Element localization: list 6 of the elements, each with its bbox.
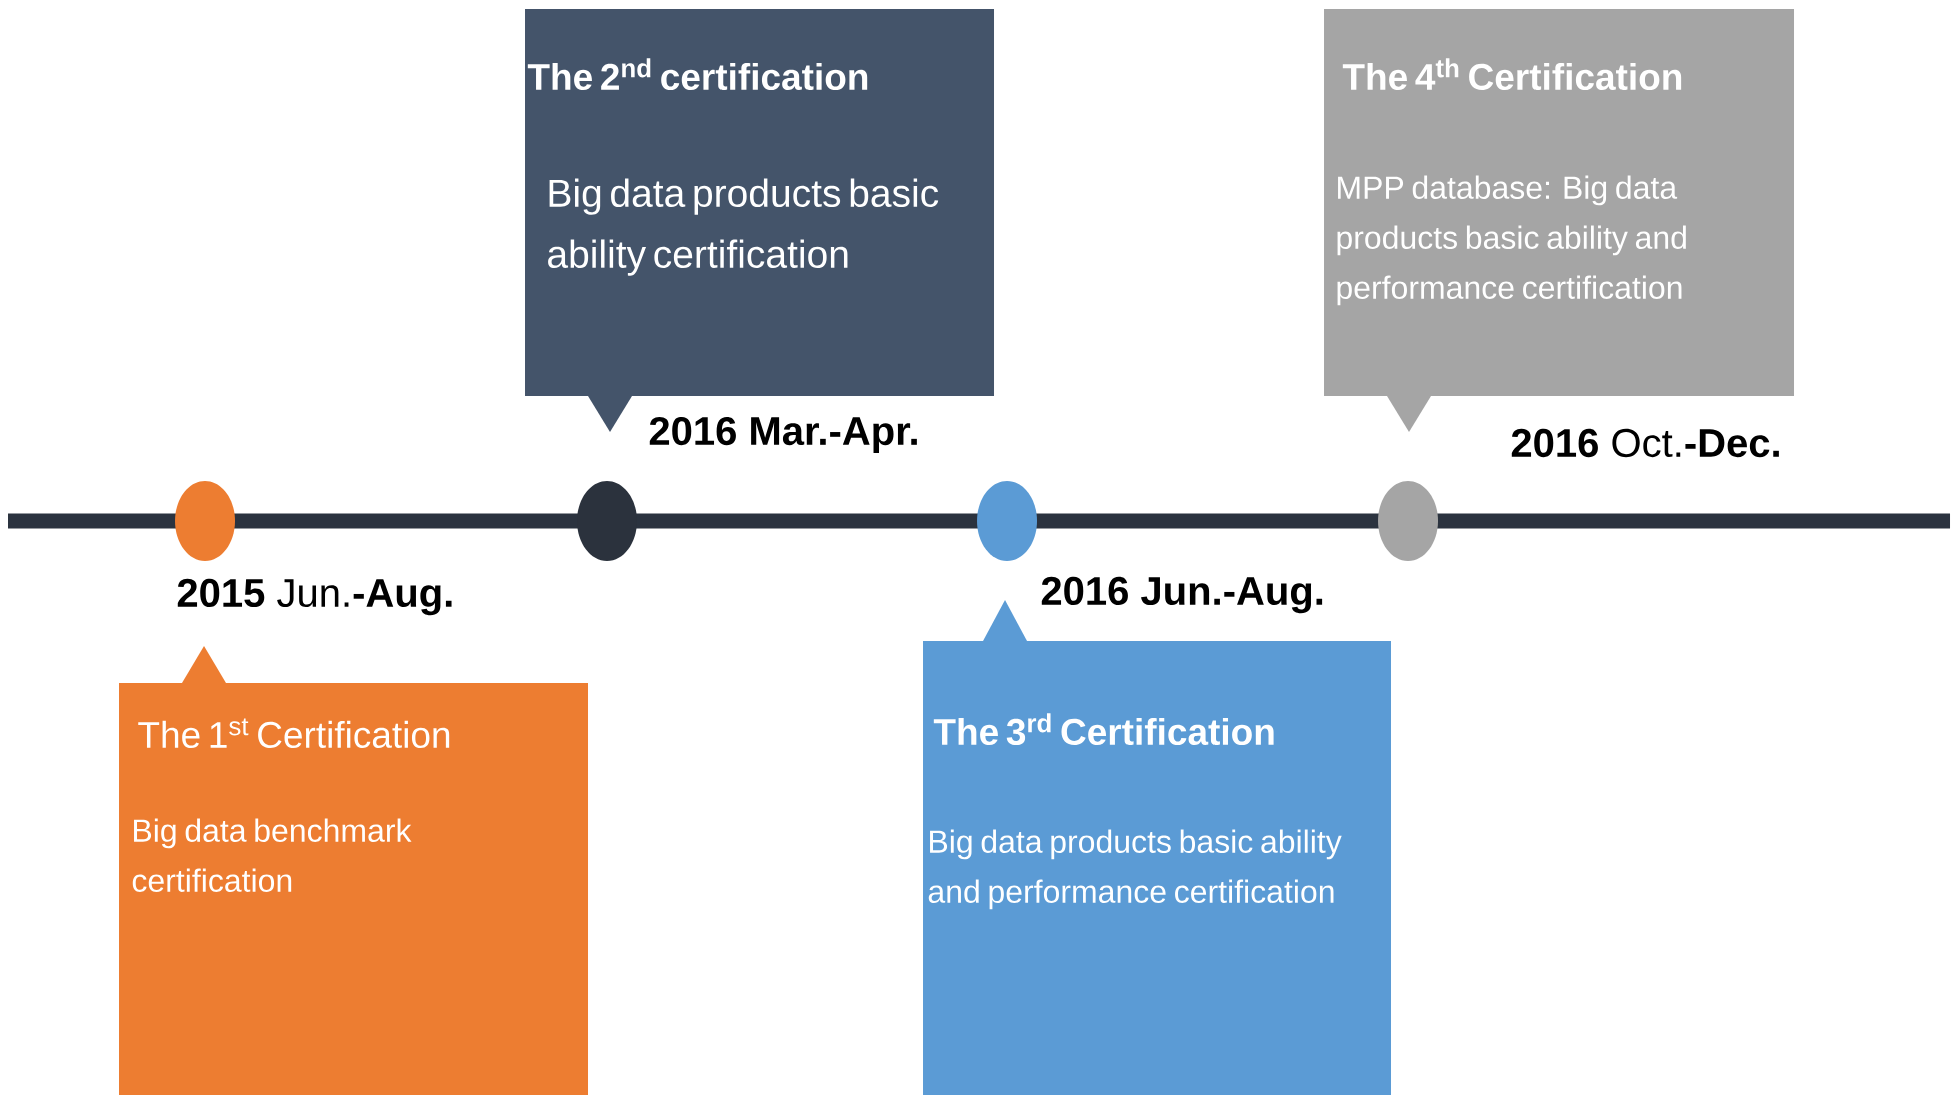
timeline-dot [175, 481, 235, 561]
timeline-dot [577, 481, 637, 561]
date-label: 2015 Jun.-Aug. [177, 578, 452, 616]
timeline-dot [977, 481, 1037, 561]
callout-box: The 1$^{st}$ Certification Big data benchmark certification [119, 646, 588, 1095]
timeline-dot [1378, 481, 1438, 561]
